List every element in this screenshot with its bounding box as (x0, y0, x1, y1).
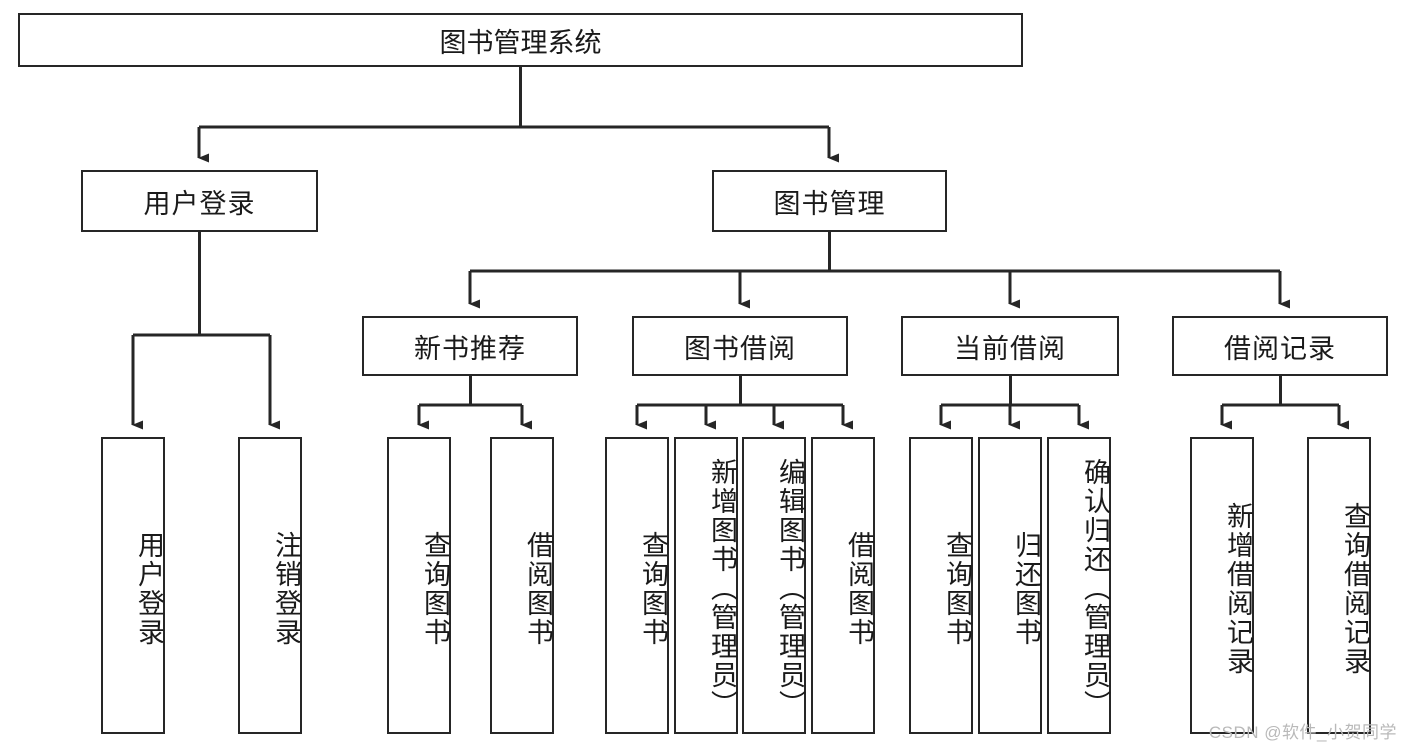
node-new-book-rec[interactable]: 新书推荐 (362, 316, 578, 376)
node-leaf-query-book-3[interactable]: 查询图书 (909, 437, 973, 734)
node-leaf-add-book[interactable]: 新增图书（管理员） (674, 437, 738, 734)
node-leaf-return-book[interactable]: 归还图书 (978, 437, 1042, 734)
node-leaf-user-logout[interactable]: 注销登录 (238, 437, 302, 734)
node-book-manage[interactable]: 图书管理 (712, 170, 947, 232)
node-leaf-query-record[interactable]: 查询借阅记录 (1307, 437, 1371, 734)
node-user-login-label: 用户登录 (143, 188, 256, 219)
node-leaf-borrow-book-2-label: 借阅图书 (844, 530, 874, 647)
node-leaf-return-book-label: 归还图书 (1011, 530, 1041, 647)
node-root[interactable]: 图书管理系统 (18, 13, 1023, 67)
node-book-manage-label: 图书管理 (773, 188, 886, 219)
node-leaf-user-login[interactable]: 用户登录 (101, 437, 165, 734)
node-new-book-rec-label: 新书推荐 (414, 333, 526, 364)
node-borrow-record-label: 借阅记录 (1224, 333, 1336, 364)
node-leaf-confirm-return[interactable]: 确认归还（管理员） (1047, 437, 1111, 734)
node-leaf-edit-book-label: 编辑图书（管理员） (775, 458, 805, 719)
node-leaf-query-book-1[interactable]: 查询图书 (387, 437, 451, 734)
node-book-borrow[interactable]: 图书借阅 (632, 316, 848, 376)
node-leaf-query-book-3-label: 查询图书 (942, 530, 972, 647)
node-leaf-query-record-label: 查询借阅记录 (1340, 501, 1370, 676)
node-leaf-query-book-2[interactable]: 查询图书 (605, 437, 669, 734)
node-borrow-record[interactable]: 借阅记录 (1172, 316, 1388, 376)
node-root-label: 图书管理系统 (439, 27, 602, 58)
node-current-borrow-label: 当前借阅 (954, 333, 1066, 364)
node-leaf-query-book-2-label: 查询图书 (638, 530, 668, 647)
node-leaf-borrow-book-1-label: 借阅图书 (523, 530, 553, 647)
node-leaf-user-logout-label: 注销登录 (271, 530, 301, 647)
node-leaf-edit-book[interactable]: 编辑图书（管理员） (742, 437, 806, 734)
node-leaf-borrow-book-1[interactable]: 借阅图书 (490, 437, 554, 734)
node-leaf-user-login-label: 用户登录 (134, 530, 164, 647)
node-user-login[interactable]: 用户登录 (81, 170, 318, 232)
node-leaf-borrow-book-2[interactable]: 借阅图书 (811, 437, 875, 734)
watermark: CSDN @软件_小贺同学 (1208, 723, 1397, 742)
node-current-borrow[interactable]: 当前借阅 (901, 316, 1119, 376)
node-book-borrow-label: 图书借阅 (684, 333, 796, 364)
node-leaf-confirm-return-label: 确认归还（管理员） (1080, 458, 1110, 719)
node-leaf-add-record[interactable]: 新增借阅记录 (1190, 437, 1254, 734)
node-leaf-add-record-label: 新增借阅记录 (1223, 501, 1253, 676)
node-leaf-add-book-label: 新增图书（管理员） (707, 458, 737, 719)
node-leaf-query-book-1-label: 查询图书 (420, 530, 450, 647)
